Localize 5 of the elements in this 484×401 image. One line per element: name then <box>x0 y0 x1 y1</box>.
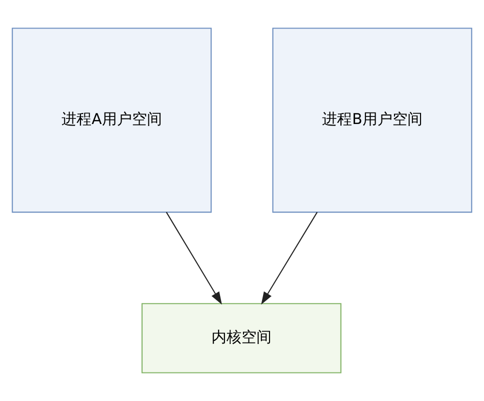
arrow <box>166 212 222 305</box>
node-box: 内核空间 <box>142 303 342 374</box>
node-box: 进程A用户空间 <box>12 28 212 213</box>
arrow <box>261 212 318 305</box>
node-box: 进程B用户空间 <box>272 28 472 213</box>
